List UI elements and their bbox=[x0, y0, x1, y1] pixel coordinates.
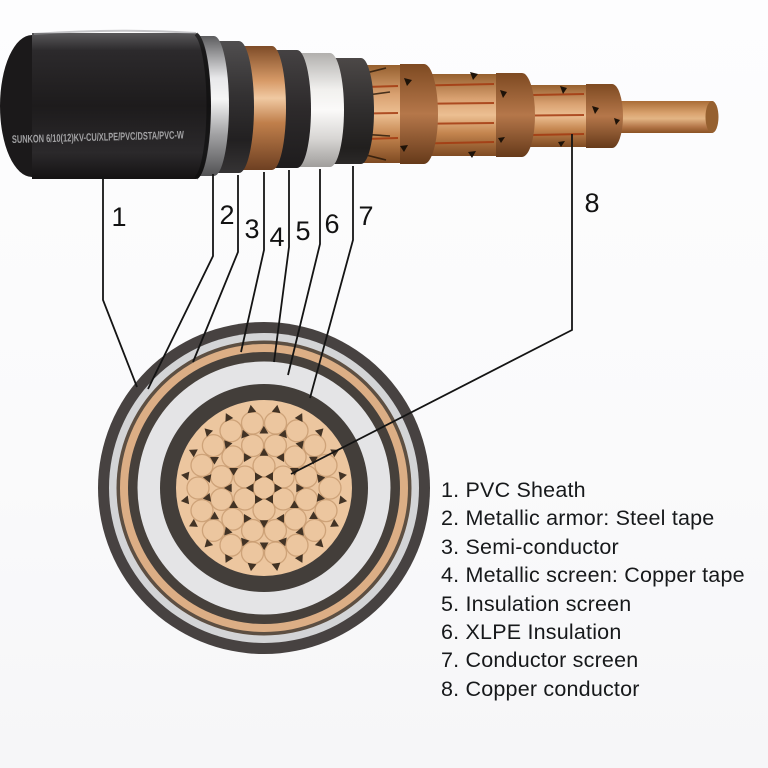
cable-marking-text: SUNKON 6/10(12)KV-CU/XLPE/PVC/DSTA/PVC-W bbox=[12, 129, 185, 146]
leader-line-3 bbox=[192, 175, 239, 363]
leader-line-2 bbox=[147, 174, 214, 390]
callout-6: 6 bbox=[324, 209, 339, 239]
callout-1: 1 bbox=[111, 202, 126, 232]
strand-step-cap bbox=[496, 73, 535, 157]
legend-item-7: 7. Conductor screen bbox=[441, 648, 639, 673]
cable-3d-cutaway: SUNKON 6/10(12)KV-CU/XLPE/PVC/DSTA/PVC-W bbox=[0, 29, 719, 180]
callout-numbers: 1 2 3 4 5 6 7 8 bbox=[111, 188, 599, 252]
legend-item-6: 6. XLPE Insulation bbox=[441, 620, 622, 645]
callout-8: 8 bbox=[584, 188, 599, 218]
callout-4: 4 bbox=[269, 222, 284, 252]
callout-5: 5 bbox=[295, 216, 310, 246]
leader-line-7 bbox=[309, 166, 354, 399]
legend-item-5: 5. Insulation screen bbox=[441, 591, 632, 616]
legend-item-8: 8. Copper conductor bbox=[441, 676, 640, 701]
leader-line-4 bbox=[240, 172, 265, 353]
legend: 1. PVC Sheath 2. Metallic armor: Steel t… bbox=[441, 476, 761, 703]
rod-end-face bbox=[705, 101, 719, 133]
strand-step-cap bbox=[586, 84, 623, 148]
leader-line-5 bbox=[273, 170, 290, 363]
callout-2: 2 bbox=[219, 200, 234, 230]
callout-3: 3 bbox=[244, 214, 259, 244]
leader-line-8 bbox=[290, 134, 573, 475]
legend-item-3: 3. Semi-conductor bbox=[441, 534, 619, 559]
leader-lines bbox=[102, 134, 573, 475]
sheath-top-highlight bbox=[33, 29, 197, 35]
legend-item-2: 2. Metallic armor: Steel tape bbox=[441, 506, 715, 531]
strand-step-cap bbox=[400, 64, 438, 164]
sheath-cut-rim bbox=[194, 32, 211, 180]
legend-item-1: 1. PVC Sheath bbox=[441, 478, 586, 502]
cross-section bbox=[98, 322, 430, 654]
legend-item-4: 4. Metallic screen: Copper tape bbox=[441, 563, 745, 588]
leader-line-6 bbox=[287, 169, 321, 376]
xs-strand-pattern bbox=[180, 404, 348, 572]
pvc-sheath-3d bbox=[32, 33, 211, 179]
xs-copper-conductor bbox=[176, 400, 352, 576]
callout-7: 7 bbox=[358, 201, 373, 231]
leader-line-1 bbox=[102, 176, 138, 388]
